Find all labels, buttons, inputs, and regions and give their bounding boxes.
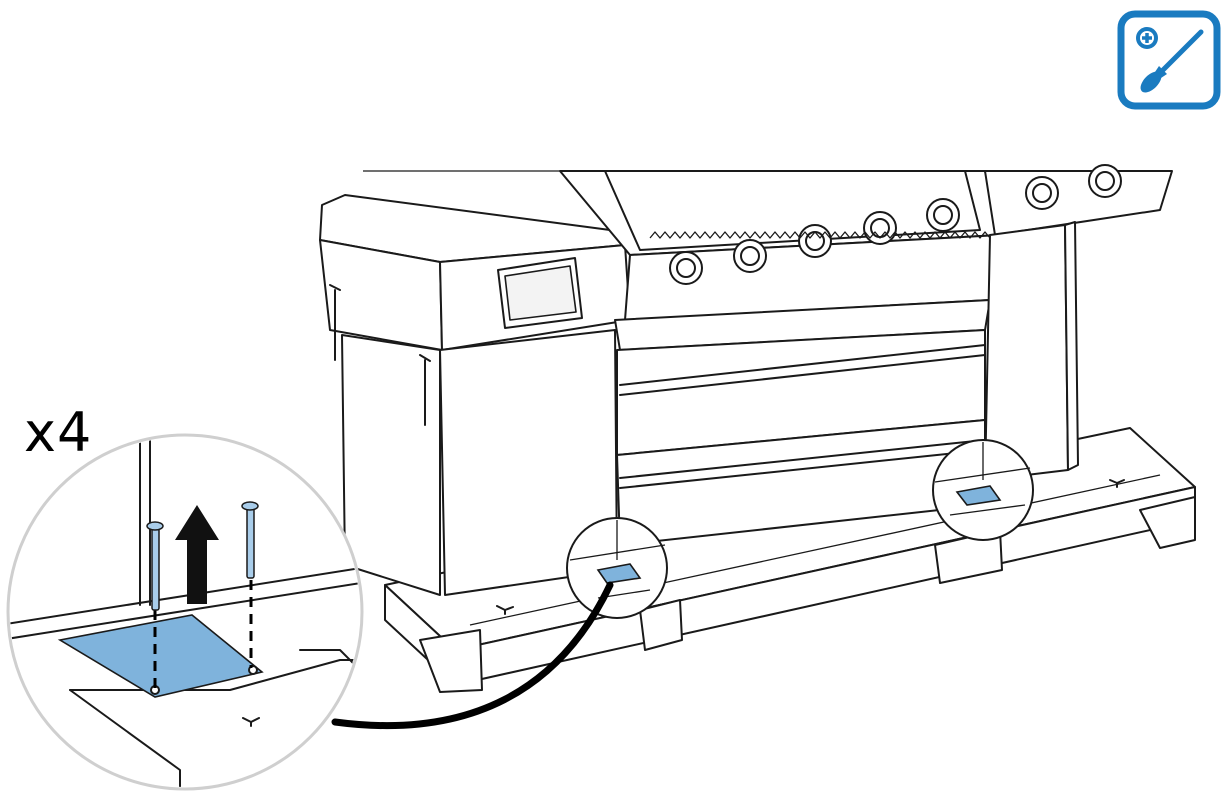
screw-left	[151, 527, 160, 611]
screwdriver-icon	[1140, 29, 1204, 93]
grill-main-body	[559, 164, 1173, 546]
callout-connector-arrow	[331, 581, 614, 729]
plus-icon	[1136, 27, 1158, 49]
quantity-label: x4	[24, 401, 93, 464]
callout-circle-front	[566, 517, 668, 619]
leveling-plate	[57, 614, 264, 698]
magnified-detail	[6, 433, 364, 791]
screw-right	[246, 507, 255, 579]
side-burner-cabinet	[319, 194, 631, 596]
callout-circle-rear	[932, 439, 1034, 541]
lift-up-arrow-icon	[175, 505, 219, 604]
control-knobs	[669, 164, 1122, 285]
tool-badge	[1117, 10, 1221, 110]
